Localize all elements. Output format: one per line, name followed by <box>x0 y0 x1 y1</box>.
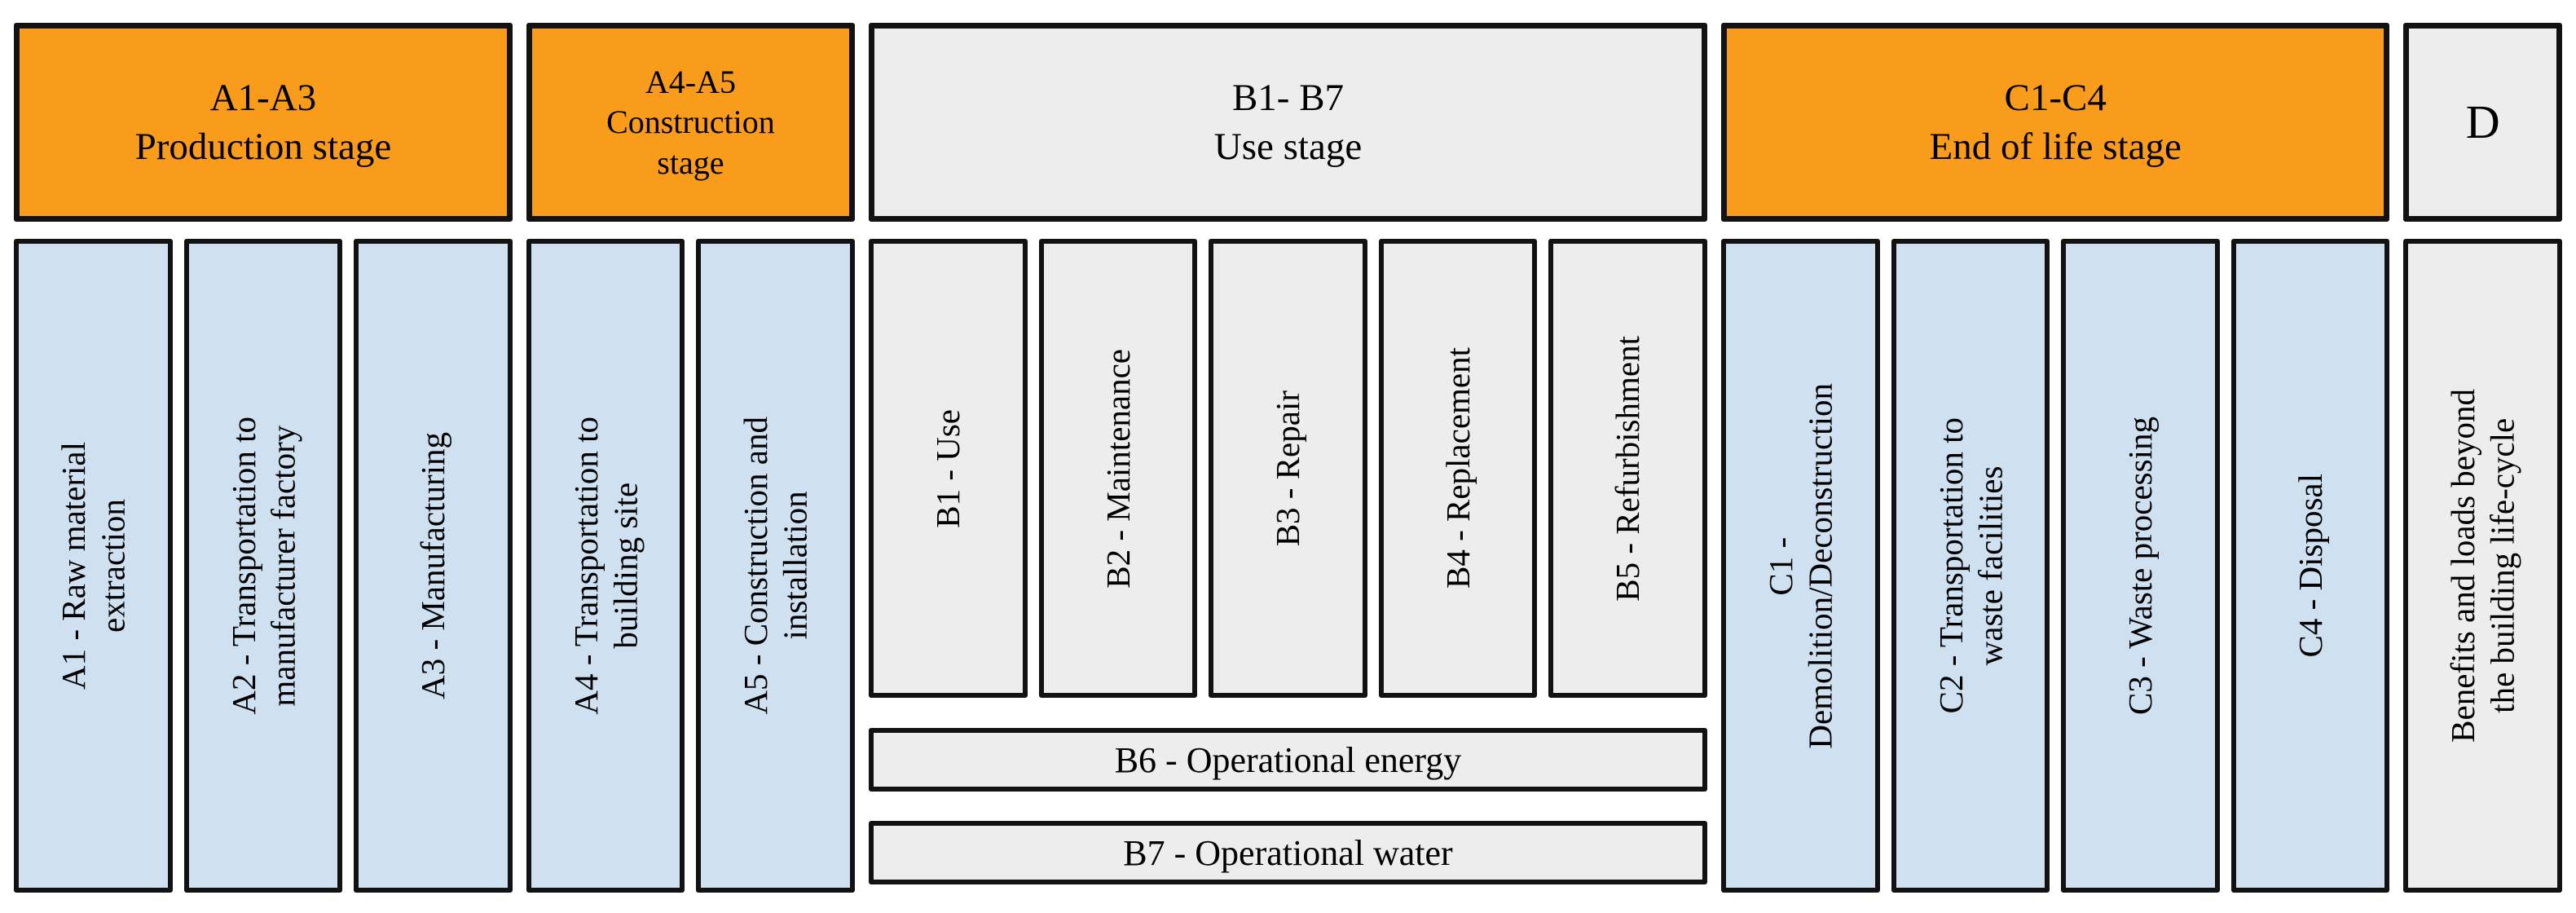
column-b1: B1 - Use <box>869 239 1028 698</box>
stage-header-end-of-life: C1-C4 End of life stage <box>1720 23 2390 222</box>
column-c3-label: C3 - Waste processing <box>2121 416 2160 716</box>
column-a3-label: A3 - Manufacturing <box>414 432 452 699</box>
stage-group-construction: A4-A5 Construction stage A4 - Transporta… <box>526 23 856 913</box>
column-a2-label: A2 - Transportation to manufacturer fact… <box>224 417 302 715</box>
bar-b7: B7 - Operational water <box>869 821 1707 884</box>
stage-header-use-label: B1- B7 Use stage <box>1213 76 1363 168</box>
stage-header-use: B1- B7 Use stage <box>869 23 1707 222</box>
stage-header-production: A1-A3 Production stage <box>14 23 513 222</box>
column-b2: B2 - Maintenance <box>1038 239 1198 698</box>
column-c3: C3 - Waste processing <box>2061 239 2220 893</box>
stage-header-production-label: A1-A3 Production stage <box>134 76 392 168</box>
column-benefits: Benefits and loads beyond the building l… <box>2403 239 2562 893</box>
bar-b7-label: B7 - Operational water <box>1123 832 1453 873</box>
column-c1-label: C1 - Demolition/Deconstruction <box>1761 382 1839 749</box>
column-a2: A2 - Transportation to manufacturer fact… <box>183 239 343 893</box>
column-a4: A4 - Transportation to building site <box>526 239 685 893</box>
column-c4-label: C4 - Disposal <box>2291 474 2329 658</box>
column-a5-label: A5 - Construction and installation <box>737 417 814 715</box>
column-b4-label: B4 - Replacement <box>1438 347 1477 589</box>
bar-b6-label: B6 - Operational energy <box>1114 739 1462 780</box>
column-a3: A3 - Manufacturing <box>354 239 513 893</box>
stage-header-d: D <box>2403 23 2562 222</box>
column-a1: A1 - Raw material extraction <box>14 239 173 893</box>
column-b3-label: B3 - Repair <box>1269 390 1307 547</box>
use-columns: B1 - Use B2 - Maintenance B3 - Repair B4… <box>869 239 1707 698</box>
stage-header-construction: A4-A5 Construction stage <box>526 23 855 222</box>
column-c2: C2 - Transportation to waste facilities <box>1891 239 2050 893</box>
bar-b6: B6 - Operational energy <box>869 728 1707 792</box>
column-b5: B5 - Refurbishment <box>1548 239 1707 698</box>
column-b3: B3 - Repair <box>1209 239 1367 698</box>
construction-columns: A4 - Transportation to building site A5 … <box>526 239 856 893</box>
stage-group-use: B1- B7 Use stage B1 - Use B2 - Maintenan… <box>869 23 1707 913</box>
stage-header-construction-label: A4-A5 Construction stage <box>606 63 775 181</box>
column-b4: B4 - Replacement <box>1378 239 1538 698</box>
beyond-columns: Benefits and loads beyond the building l… <box>2403 239 2562 893</box>
column-benefits-label: Benefits and loads beyond the building l… <box>2444 389 2521 743</box>
column-a4-label: A4 - Transportation to building site <box>566 417 645 715</box>
column-c4: C4 - Disposal <box>2230 239 2390 893</box>
stage-group-end-of-life: C1-C4 End of life stage C1 - Demolition/… <box>1720 23 2390 913</box>
column-a5: A5 - Construction and installation <box>696 239 856 893</box>
column-a1-label: A1 - Raw material extraction <box>54 442 132 690</box>
production-columns: A1 - Raw material extraction A2 - Transp… <box>14 239 513 893</box>
column-c2-label: C2 - Transportation to waste facilities <box>1931 417 2009 714</box>
column-b1-label: B1 - Use <box>929 408 967 528</box>
stage-group-beyond-life-cycle: D Benefits and loads beyond the building… <box>2403 23 2562 913</box>
column-b5-label: B5 - Refurbishment <box>1609 335 1647 602</box>
stage-header-d-label: D <box>2465 95 2500 148</box>
stage-header-end-of-life-label: C1-C4 End of life stage <box>1929 76 2182 168</box>
end-of-life-columns: C1 - Demolition/Deconstruction C2 - Tran… <box>1720 239 2390 893</box>
column-b2-label: B2 - Maintenance <box>1099 348 1137 589</box>
stage-group-production: A1-A3 Production stage A1 - Raw material… <box>14 23 513 913</box>
column-c1: C1 - Demolition/Deconstruction <box>1720 239 1880 893</box>
